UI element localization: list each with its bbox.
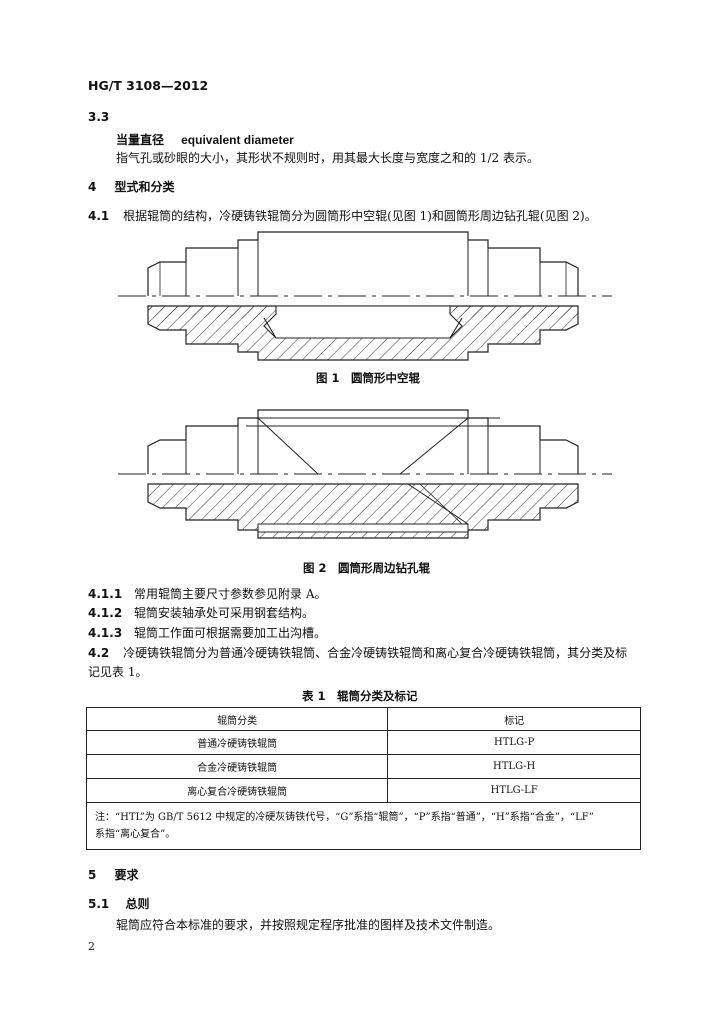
table-1-title: 表 1 辊筒分类及标记 [302,689,418,703]
table-row: 合金冷硬铸铁辊筒 HTLG-H [85,754,641,779]
section-4-heading: 4 型式和分类 [88,178,175,195]
paragraph-5-1-heading: 5.1 总则 [88,895,149,912]
paragraph-4-1-1-number: 4.1.1 [88,587,123,601]
paragraph-4-1-2-text: 辊筒安装轴承处可采用钢套结构。 [134,606,315,620]
term-en: equivalent diameter [181,133,294,147]
paragraph-4-1: 4.1 根据辊筒的结构，冷硬铸铁辊筒分为圆筒形中空辊(见图 1)和圆筒形周边钻孔… [88,207,597,224]
paragraph-4-1-3-text: 辊筒工作面可根据需要加工出沟槽。 [134,626,327,640]
table-cell: 离心复合冷硬铸铁辊筒 [85,778,389,803]
table-note: 注：“HTL”为 GB/T 5612 中规定的冷硬灰铸铁代号，“G”系指“辊筒”… [86,802,641,850]
table-cell: HTLG-LF [387,778,641,803]
table-header-row: 辊筒分类 标记 [85,707,641,731]
section-5-number: 5 [88,868,97,882]
paragraph-4-2-number: 4.2 [88,646,110,660]
paragraph-4-1-text: 根据辊筒的结构，冷硬铸铁辊筒分为圆筒形中空辊(见图 1)和圆筒形周边钻孔辊(见图… [123,209,597,223]
table-cell: 合金冷硬铸铁辊筒 [85,754,389,779]
section-5-title: 要求 [114,868,139,882]
table-note-line-2: 系指“离心复合”。 [95,829,176,840]
paragraph-5-1-text: 辊筒应符合本标准的要求，并按照规定程序批准的图样及技术文件制造。 [116,918,501,932]
paragraph-4-1-3-number: 4.1.3 [88,626,123,640]
column-header: 标记 [387,707,641,731]
standard-code: HG/T 3108—2012 [88,78,209,93]
table-cell: 普通冷硬铸铁辊筒 [85,730,389,755]
section-4-title: 型式和分类 [114,180,175,194]
clause-3-3-definition: 指气孔或砂眼的大小，其形状不规则时，用其最大长度与宽度之和的 1/2 表示。 [116,151,539,165]
paragraph-4-1-3: 4.1.3 辊筒工作面可根据需要加工出沟槽。 [88,624,326,641]
paragraph-4-1-number: 4.1 [88,209,110,223]
paragraph-4-1-2-number: 4.1.2 [88,606,123,620]
column-header: 辊筒分类 [85,707,389,731]
table-cell: HTLG-H [387,754,641,779]
clause-3-3-number: 3.3 [88,110,110,124]
paragraph-5-1-title: 总则 [125,897,150,911]
table-cell: HTLG-P [387,730,641,755]
table-note-row: 注：“HTL”为 GB/T 5612 中规定的冷硬灰铸铁代号，“G”系指“辊筒”… [86,802,641,850]
table-1: 辊筒分类 标记 普通冷硬铸铁辊筒 HTLG-P 合金冷硬铸铁辊筒 HTLG-H … [85,707,641,850]
paragraph-4-2-line-1: 冷硬铸铁辊筒分为普通冷硬铸铁辊筒、合金冷硬铸铁辊筒和离心复合冷硬铸铁辊筒，其分类… [123,646,628,660]
paragraph-4-1-2: 4.1.2 辊筒安装轴承处可采用钢套结构。 [88,604,314,621]
page-number: 2 [88,940,95,953]
paragraph-4-1-1-text: 常用辊筒主要尺寸参数参见附录 A。 [134,587,327,601]
figure-1-caption: 图 1 圆筒形中空辊 [316,371,421,385]
paragraph-5-1-number: 5.1 [88,897,110,911]
paragraph-4-1-1: 4.1.1 常用辊筒主要尺寸参数参见附录 A。 [88,585,326,602]
term-cn: 当量直径 [116,133,165,147]
table-note-line-1: 注：“HTL”为 GB/T 5612 中规定的冷硬灰铸铁代号，“G”系指“辊筒”… [95,812,594,823]
section-5-heading: 5 要求 [88,866,139,883]
table-row: 离心复合冷硬铸铁辊筒 HTLG-LF [85,778,641,803]
table-row: 普通冷硬铸铁辊筒 HTLG-P [85,730,641,755]
clause-3-3-term: 当量直径 equivalent diameter [116,129,294,148]
section-4-number: 4 [88,180,97,194]
figure-2-drawing [118,409,612,539]
figure-2-caption: 图 2 圆筒形周边钻孔辊 [303,561,431,575]
figure-1-drawing [118,231,612,361]
paragraph-4-2-line-2: 记见表 1。 [88,665,148,679]
paragraph-4-2: 4.2 冷硬铸铁辊筒分为普通冷硬铸铁辊筒、合金冷硬铸铁辊筒和离心复合冷硬铸铁辊筒… [88,644,627,661]
